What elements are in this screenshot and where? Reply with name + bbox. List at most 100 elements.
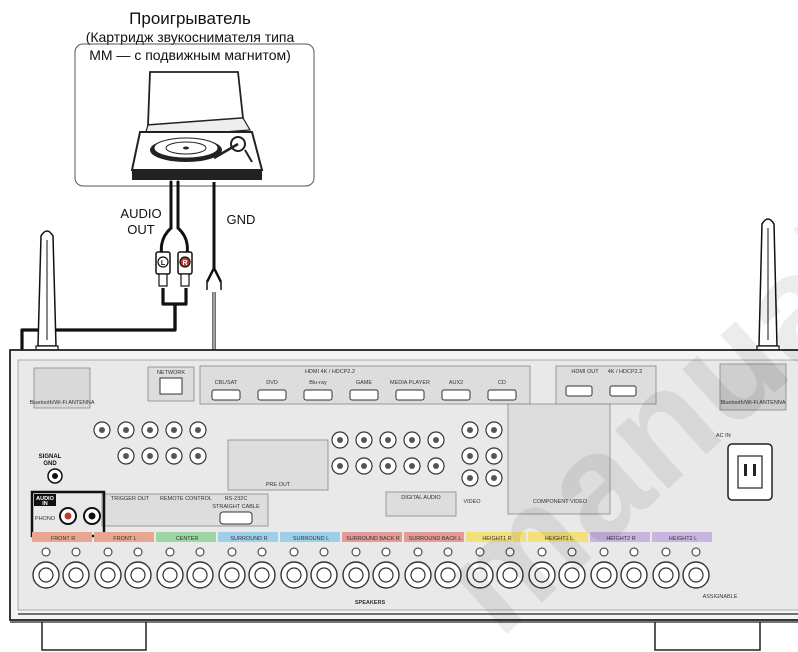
rca-jack-center [337,437,343,443]
phono-jack-right [84,508,100,524]
plug-right-letter: R [182,260,187,267]
speaker-channel-label: SURROUND BACK R [346,536,400,542]
minus-marker [692,548,700,556]
trigger-out-label: TRIGGER OUT [111,496,150,502]
phono-jack-left [60,508,76,524]
plus-marker [42,548,50,556]
rca-jack-center [195,453,201,459]
plus-marker [290,548,298,556]
rca-jack-center [171,453,177,459]
phono-label: PHONO [35,516,56,522]
speaker-post-cap [131,568,145,582]
speaker-channel-label: FRONT R [51,536,75,542]
hdmi-input-label: DVD [266,380,278,386]
hdmi-input-port [258,390,286,400]
rca-plug-right: R [178,252,192,286]
hdmi-input-label: CBL/SAT [215,380,238,386]
turntable-icon [132,72,262,180]
rca-jack-center [123,453,129,459]
speaker-channel-label: HEIGHT2 L [669,536,697,542]
plus-marker [662,548,670,556]
rca-jack-center [433,463,439,469]
receiver-foot-left [42,622,146,650]
speaker-post-cap [689,568,703,582]
plug-left-letter: L [161,260,166,267]
hdmi-input-port [442,390,470,400]
rca-jack-center [147,453,153,459]
signal-gnd-label-2: GND [43,461,57,467]
speaker-channel-label: CENTER [176,536,199,542]
hdmi-input-port [212,390,240,400]
hdmi-in-label: HDMI 4K / HDCP2.2 [305,369,355,375]
rca-jack-center [467,475,473,481]
speaker-post-cap [39,568,53,582]
hdmi-input-label: MEDIA PLAYER [390,380,430,386]
speaker-post-cap [225,568,239,582]
hdmi-input-port [488,390,516,400]
rs232c-label: RS-232C [225,496,248,502]
speaker-post-cap [317,568,331,582]
speaker-channel-label: SURROUND R [230,536,267,542]
audio-out-label-1: AUDIO [120,206,161,221]
speaker-post-cap [255,568,269,582]
speaker-post-cap [379,568,393,582]
gnd-spade-terminal [207,268,221,282]
receiver-foot-right [655,622,760,650]
speaker-channel-label: FRONT L [113,536,136,542]
digital-audio-label: DIGITAL AUDIO [401,495,441,501]
assignable-label: ASSIGNABLE [703,594,738,600]
rca-jack-center [195,427,201,433]
minus-marker [196,548,204,556]
speaker-post-cap [659,568,673,582]
hdmi-input-label: GAME [356,380,373,386]
rca-jack-center [99,427,105,433]
speaker-post-cap [287,568,301,582]
hdmi-input-label: CD [498,380,506,386]
rca-jack-center [147,427,153,433]
minus-marker [382,548,390,556]
rca-jack-center [409,463,415,469]
speaker-post-cap [163,568,177,582]
rca-jack-center [385,463,391,469]
speakers-label: SPEAKERS [355,600,386,606]
turntable-subtitle-line1: (Картридж звукоснимателя типа [86,29,295,45]
rca-jack-center [467,453,473,459]
minus-marker [320,548,328,556]
plus-marker [352,548,360,556]
hdmi-input-label: AUX2 [449,380,463,386]
hdmi-input-port [304,390,332,400]
turntable-title: Проигрыватель [129,9,251,28]
signal-gnd-label-1: SIGNAL [39,454,62,460]
hdmi-input-port [396,390,424,400]
pre-out-label: PRE OUT [266,482,291,488]
rca-jack-center [467,427,473,433]
antenna-left-label: Bluetooth/Wi-Fi ANTENNA [29,400,94,406]
turntable-subtitle-line2: MM — с подвижным магнитом) [89,47,291,63]
speaker-post-cap [101,568,115,582]
speaker-channel-label: SURROUND L [293,536,329,542]
rca-jack-center [409,437,415,443]
rca-jack-center [385,437,391,443]
minus-marker [258,548,266,556]
rs232c-port [220,512,252,524]
hdmi-input-label: Blu-ray [309,380,327,386]
rca-jack-center [361,437,367,443]
minus-marker [134,548,142,556]
speaker-post-cap [349,568,363,582]
straight-cable-label: STRAIGHT CABLE [212,504,260,510]
network-label: NETWORK [157,370,185,376]
gnd-label: GND [227,212,256,227]
speaker-post-cap [193,568,207,582]
speaker-post-cap [627,568,641,582]
rca-jack-center [123,427,129,433]
remote-control-label: REMOTE CONTROL [160,496,212,502]
audio-cable [161,182,187,262]
rca-jack-center [171,427,177,433]
minus-marker [72,548,80,556]
speaker-post-cap [411,568,425,582]
audio-in-label-2: IN [42,501,48,507]
antenna-left [36,231,58,358]
plus-marker [104,548,112,556]
hdmi-input-port [350,390,378,400]
rca-jack-center [491,453,497,459]
